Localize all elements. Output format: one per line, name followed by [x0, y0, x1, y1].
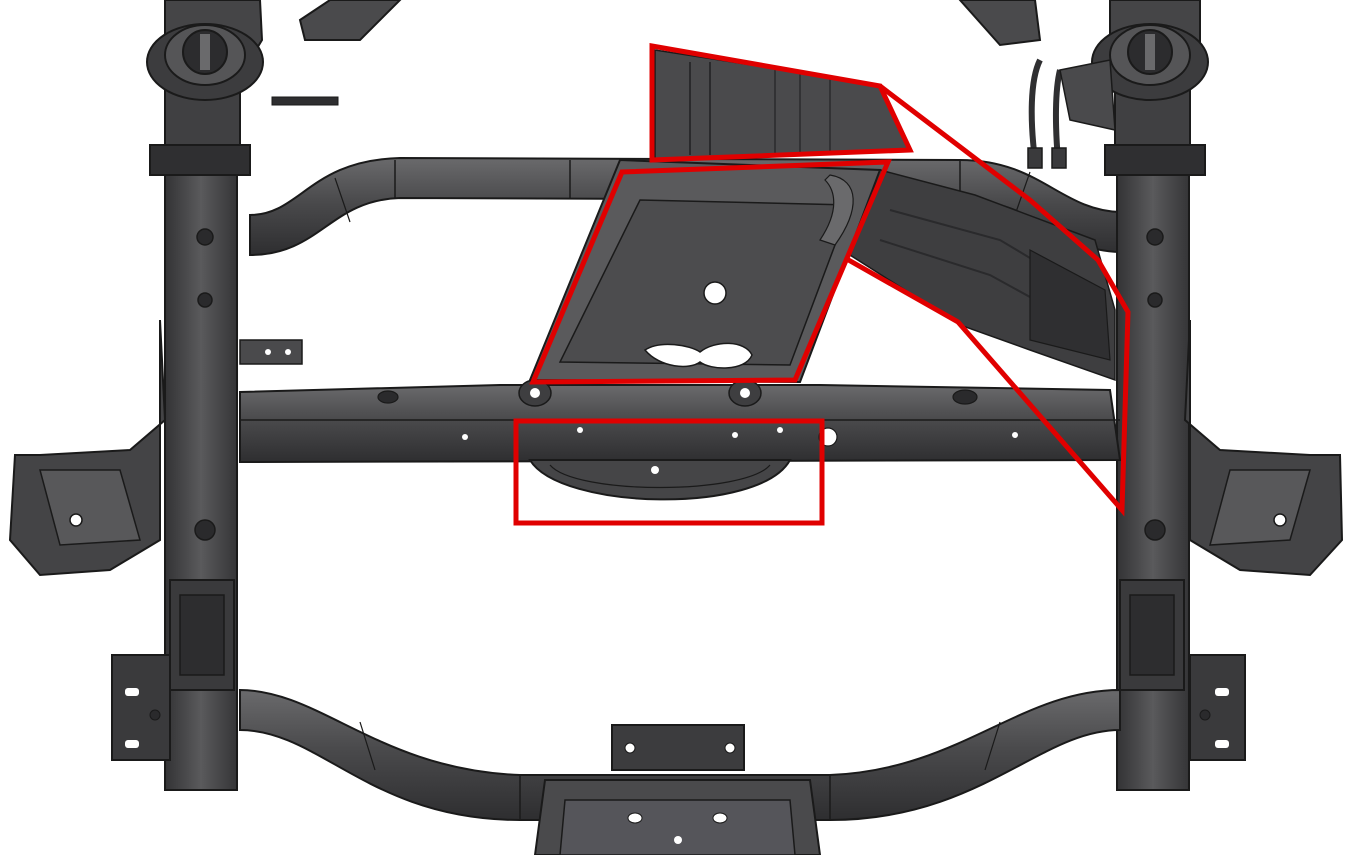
highlight-region-3 [843, 84, 1131, 517]
highlight-overlays [513, 43, 1131, 526]
rear-right-mount-plate [1189, 654, 1246, 761]
diagonal-shield [849, 169, 1116, 382]
left-control-arm-bracket [8, 319, 167, 577]
highlight-region-4 [513, 418, 825, 526]
lower-bowl-part [528, 459, 792, 501]
left-side-rail [149, 84, 251, 791]
right-hose-fittings [1027, 58, 1116, 169]
rear-center-bracket [533, 724, 822, 855]
left-body-mount [146, 23, 264, 101]
right-body-mount [1091, 23, 1209, 101]
lower-cross-tube [239, 688, 1121, 821]
skid-plate [518, 158, 882, 407]
right-control-arm-bracket [1183, 319, 1344, 577]
highlight-region-1 [649, 43, 914, 163]
left-fastener [271, 96, 339, 106]
highlight-region-2 [529, 159, 892, 385]
right-side-rail [1104, 84, 1206, 791]
left-tab-bracket [239, 339, 303, 365]
rear-left-mount-plate [111, 654, 171, 761]
